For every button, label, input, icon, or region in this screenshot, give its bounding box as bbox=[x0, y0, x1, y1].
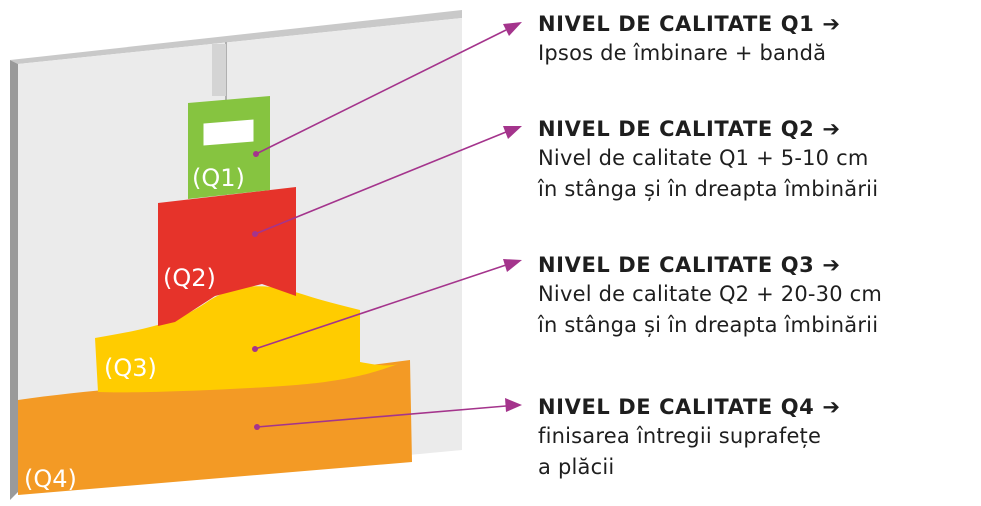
level-q1-desc-1: Ipsos de îmbinare + bandă bbox=[538, 41, 827, 65]
arrow-right-icon: ➔ bbox=[822, 117, 841, 141]
q2-label: (Q2) bbox=[163, 264, 216, 292]
q1-window-inner bbox=[209, 124, 248, 141]
q1-label: (Q1) bbox=[192, 164, 245, 192]
level-q3: NIVEL DE CALITATE Q3 ➔ Nivel de calitate … bbox=[538, 251, 882, 341]
q4-label: (Q4) bbox=[24, 465, 77, 493]
level-q3-desc-2: în stânga și în dreapta îmbinării bbox=[538, 313, 879, 337]
q2-zone bbox=[158, 187, 296, 326]
arrow-right-icon: ➔ bbox=[822, 253, 841, 277]
wall-top-edge bbox=[10, 10, 462, 64]
level-q3-desc-1: Nivel de calitate Q2 + 20-30 cm bbox=[538, 282, 883, 306]
level-q4-title: NIVEL DE CALITATE Q4 bbox=[538, 395, 815, 419]
joint-tape bbox=[212, 44, 226, 96]
level-q2-title-row: NIVEL DE CALITATE Q2 ➔ bbox=[538, 115, 878, 143]
level-q3-title-row: NIVEL DE CALITATE Q3 ➔ bbox=[538, 251, 882, 279]
level-q4-desc-2: a plăcii bbox=[538, 455, 615, 479]
leader-line-q2 bbox=[252, 126, 522, 237]
level-q1-title-row: NIVEL DE CALITATE Q1 ➔ bbox=[538, 10, 841, 38]
level-q2-desc-2: în stânga și în dreapta îmbinării bbox=[538, 177, 879, 201]
level-q2-title: NIVEL DE CALITATE Q2 bbox=[538, 117, 815, 141]
wall-side-edge bbox=[10, 60, 18, 500]
leader-line-q1 bbox=[253, 22, 522, 157]
level-q4: NIVEL DE CALITATE Q4 ➔ finisarea întregii… bbox=[538, 393, 841, 483]
level-q2: NIVEL DE CALITATE Q2 ➔ Nivel de calitate … bbox=[538, 115, 878, 205]
leader-line-q4 bbox=[254, 398, 522, 430]
q4-zone bbox=[18, 360, 412, 495]
arrow-right-icon: ➔ bbox=[822, 395, 841, 419]
level-q2-desc-1: Nivel de calitate Q1 + 5-10 cm bbox=[538, 146, 869, 170]
level-q1: NIVEL DE CALITATE Q1 ➔ Ipsos de îmbinare … bbox=[538, 10, 841, 69]
leader-line-q3 bbox=[252, 259, 522, 352]
level-q3-title: NIVEL DE CALITATE Q3 bbox=[538, 253, 815, 277]
q3-label: (Q3) bbox=[104, 354, 157, 382]
q3-zone bbox=[95, 286, 398, 393]
arrow-right-icon: ➔ bbox=[822, 12, 841, 36]
level-q4-title-row: NIVEL DE CALITATE Q4 ➔ bbox=[538, 393, 841, 421]
level-q4-desc-1: finisarea întregii suprafețe bbox=[538, 424, 822, 448]
level-q1-title: NIVEL DE CALITATE Q1 bbox=[538, 12, 815, 36]
